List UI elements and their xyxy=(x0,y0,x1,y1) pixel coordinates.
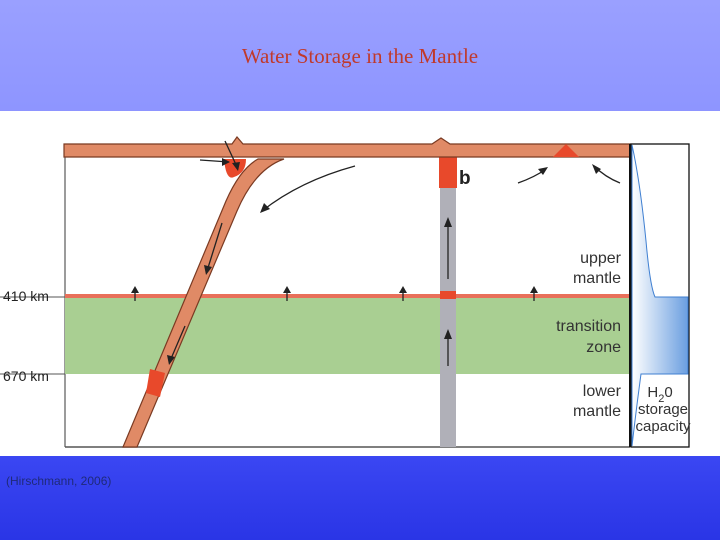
transition-zone-label-1: transition xyxy=(556,318,621,335)
mantle-water-diagram: b 410 km 670 km upper mantle transition … xyxy=(0,136,691,448)
upper-mantle-label-1: upper xyxy=(580,250,622,267)
slab-melt xyxy=(146,369,165,397)
storage-label-3: capacity xyxy=(635,418,691,435)
storage-h: H xyxy=(647,384,658,401)
arrow-slab-2 xyxy=(169,325,186,362)
citation: (Hirschmann, 2006) xyxy=(6,474,112,488)
plume-head-melt xyxy=(439,156,457,188)
arrow-heads xyxy=(131,158,601,365)
plume-410-melt xyxy=(440,291,456,299)
diagram-frame: b 410 km 670 km upper mantle transition … xyxy=(0,111,720,456)
upper-mantle-label-2: mantle xyxy=(573,270,621,287)
lower-mantle-label-1: lower xyxy=(583,383,622,400)
transition-zone-band xyxy=(65,297,630,374)
arrow-return-flow xyxy=(261,165,356,212)
storage-label-2: storage xyxy=(638,401,688,418)
storage-sub: 2 xyxy=(658,393,664,405)
boundary-410 xyxy=(65,294,630,298)
arrow-slab-1 xyxy=(206,222,223,272)
mantle-plume xyxy=(440,156,456,447)
depth-label-670: 670 km xyxy=(3,368,49,384)
slide-title: Water Storage in the Mantle xyxy=(241,44,479,68)
storage-h2o-label: H20 xyxy=(647,384,672,405)
depth-label-410: 410 km xyxy=(3,288,49,304)
storage-o: 0 xyxy=(664,384,672,401)
surface-plate xyxy=(63,136,631,158)
lower-mantle-label-2: mantle xyxy=(573,403,621,420)
transition-zone-label-2: zone xyxy=(586,339,621,356)
ridge-melt xyxy=(553,144,579,157)
panel-label: b xyxy=(459,168,471,189)
storage-capacity-curve xyxy=(631,144,689,447)
arc-melt xyxy=(224,159,246,178)
